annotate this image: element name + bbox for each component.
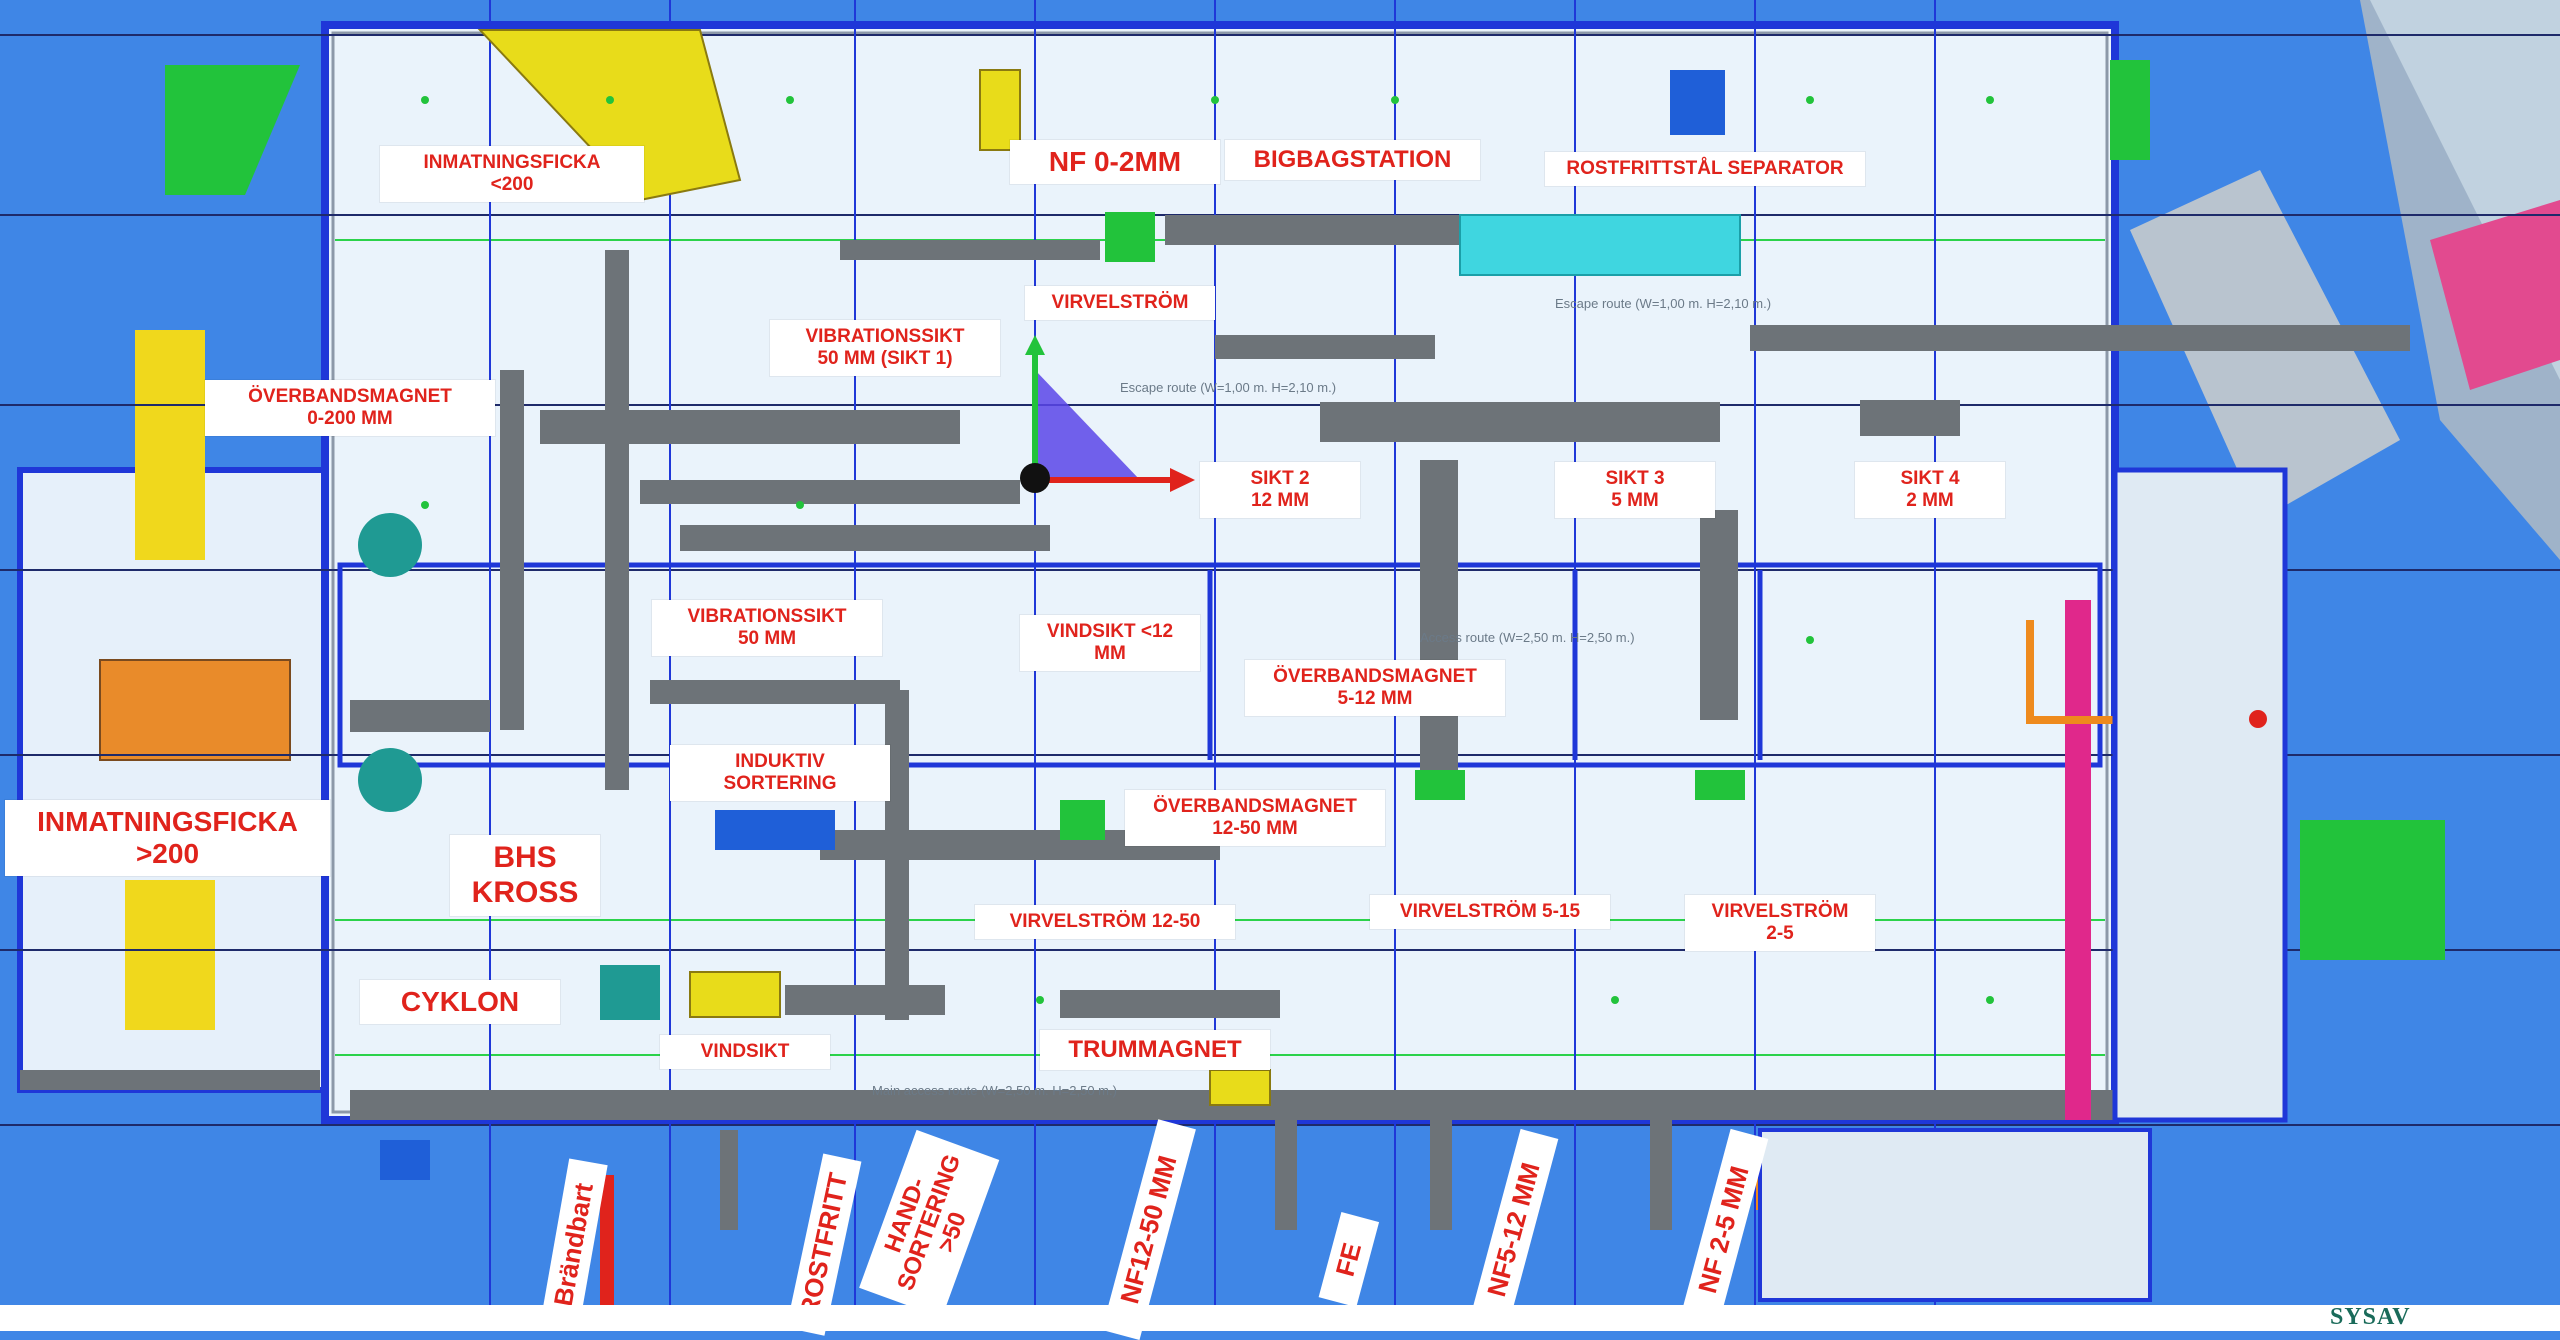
label-virvelstrom-5-15: VIRVELSTRÖM 5-15: [1370, 895, 1610, 929]
label-virvelstrom-12-50: VIRVELSTRÖM 12-50: [975, 905, 1235, 939]
stainless-separator-unit: [1459, 214, 1741, 276]
label-vindsikt: VINDSIKT: [660, 1035, 830, 1069]
bottom-strip: [0, 1305, 2560, 1331]
yellow-units: [477, 29, 1271, 1106]
utility-room: [1758, 467, 2288, 1302]
label-cyklon: CYKLON: [360, 980, 560, 1025]
label-virvelstrom-2-5: VIRVELSTRÖM 2-5: [1685, 895, 1875, 951]
label-sikt4: SIKT 4 2 MM: [1855, 462, 2005, 518]
green-units: [165, 60, 2445, 960]
label-induktiv-sortering: INDUKTIV SORTERING: [670, 745, 890, 801]
conveyors: [350, 215, 2410, 1230]
main-access-route-note: Main access route (W=2,50 m. H=2,50 m.): [872, 1083, 1117, 1098]
ucs-gizmo: [1020, 335, 1195, 493]
escape-route-note-top: Escape route (W=1,00 m. H=2,10 m.): [1555, 296, 1772, 311]
label-overbandsmagnet-12-50: ÖVERBANDSMAGNET 12-50 MM: [1125, 790, 1385, 846]
red-markers: [600, 710, 2267, 1305]
right-steel-structure: [2130, 0, 2560, 560]
label-vibrationssikt-sikt1: VIBRATIONSSIKT 50 MM (SIKT 1): [770, 320, 1000, 376]
escape-route-note-mid: Escape route (W=1,00 m. H=2,10 m.): [1120, 380, 1337, 395]
left-annex: [17, 330, 328, 1093]
label-rostfritt-separator: ROSTFRITTSTÅL SEPARATOR: [1545, 152, 1865, 186]
label-inmatningsficka-large: INMATNINGSFICKA >200: [5, 800, 330, 877]
teal-units: [358, 513, 660, 1020]
label-virvelstrom: VIRVELSTRÖM: [1025, 286, 1215, 320]
magenta-column: [2065, 600, 2091, 1120]
label-inmatningsficka-small: INMATNINGSFICKA <200: [380, 146, 644, 202]
access-route-note: Access route (W=2,50 m. H=2,50 m.): [1420, 630, 1635, 645]
label-vindsikt-12: VINDSIKT <12 MM: [1020, 615, 1200, 671]
sysav-logo: SYSAV: [2330, 1304, 2411, 1330]
blue-units: [380, 70, 1725, 1180]
label-bhs-kross: BHS KROSS: [450, 835, 600, 916]
structural-frames: [337, 562, 2103, 768]
label-sikt2: SIKT 2 12 MM: [1200, 462, 1360, 518]
label-bigbagstation: BIGBAGSTATION: [1225, 140, 1480, 180]
label-overbandsmagnet-0-200: ÖVERBANDSMAGNET 0-200 MM: [205, 380, 495, 436]
label-nf-0-2: NF 0-2MM: [1010, 140, 1220, 185]
label-overbandsmagnet-5-12: ÖVERBANDSMAGNET 5-12 MM: [1245, 660, 1505, 716]
label-vibrationssikt-50: VIBRATIONSSIKT 50 MM: [652, 600, 882, 656]
label-trummagnet: TRUMMAGNET: [1040, 1030, 1270, 1070]
label-sikt3: SIKT 3 5 MM: [1555, 462, 1715, 518]
